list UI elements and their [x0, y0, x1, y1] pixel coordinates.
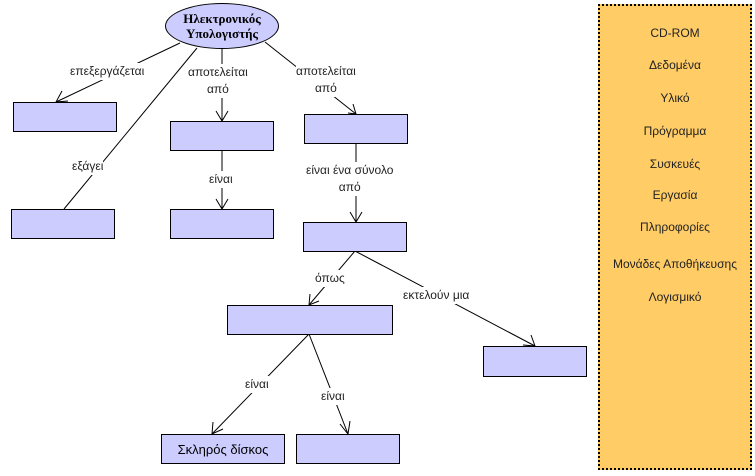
word-bank-term-information[interactable]: Πληροφορίες — [640, 220, 710, 234]
root-line2: Υπολογιστής — [186, 26, 258, 41]
word-bank-term-devices[interactable]: Συσκευές — [649, 157, 701, 171]
root-node-computer: Ηλεκτρονικός Υπολογιστής — [165, 3, 279, 49]
word-bank-term-storage-units[interactable]: Μονάδες Αποθήκευσης — [612, 257, 737, 271]
word-bank-panel: CD-ROM Δεδομένα Υλικό Πρόγραμμα Συσκευές… — [598, 4, 752, 470]
word-bank-term-data[interactable]: Δεδομένα — [649, 58, 701, 72]
concept-box-3[interactable] — [304, 114, 408, 144]
concept-box-10[interactable] — [296, 434, 400, 464]
link-label-consists-of-1: αποτελείται από — [188, 64, 248, 98]
link-label-perform-a: εκτελούν μια — [403, 287, 470, 304]
word-bank-term-cdrom[interactable]: CD-ROM — [650, 26, 700, 40]
concept-box-5[interactable] — [170, 209, 274, 239]
concept-box-4[interactable] — [11, 209, 115, 239]
link-label-is-set-of: είναι ένα σύνολο από — [306, 162, 394, 196]
root-line1: Ηλεκτρονικός — [183, 11, 261, 26]
line-box7-box10 — [308, 333, 349, 435]
word-bank-term-program[interactable]: Πρόγραμμα — [643, 124, 707, 138]
concept-box-8[interactable] — [483, 346, 587, 377]
link-label-processes: επεξεργάζεται — [70, 63, 145, 80]
line-root-outputs — [63, 47, 198, 210]
word-bank-term-task[interactable]: Εργασία — [652, 188, 698, 202]
concept-box-1[interactable] — [13, 102, 117, 132]
word-bank-term-software[interactable]: Λογισμικό — [648, 290, 702, 304]
link-label-is-2: είναι — [245, 376, 269, 393]
word-bank-term-hardware[interactable]: Υλικό — [660, 91, 690, 105]
concept-box-hard-disk[interactable]: Σκληρός δίσκος — [161, 434, 285, 464]
link-label-is-3: είναι — [321, 388, 345, 405]
link-label-is-1: είναι — [209, 171, 233, 188]
arrow-head-processes — [55, 90, 69, 103]
concept-box-6[interactable] — [303, 222, 407, 252]
concept-box-2[interactable] — [170, 121, 274, 151]
concept-box-7[interactable] — [227, 305, 393, 335]
link-label-such-as: όπως — [315, 270, 345, 287]
link-label-outputs: εξάγει — [72, 158, 104, 175]
link-label-consists-of-2: αποτελείται από — [296, 63, 356, 97]
